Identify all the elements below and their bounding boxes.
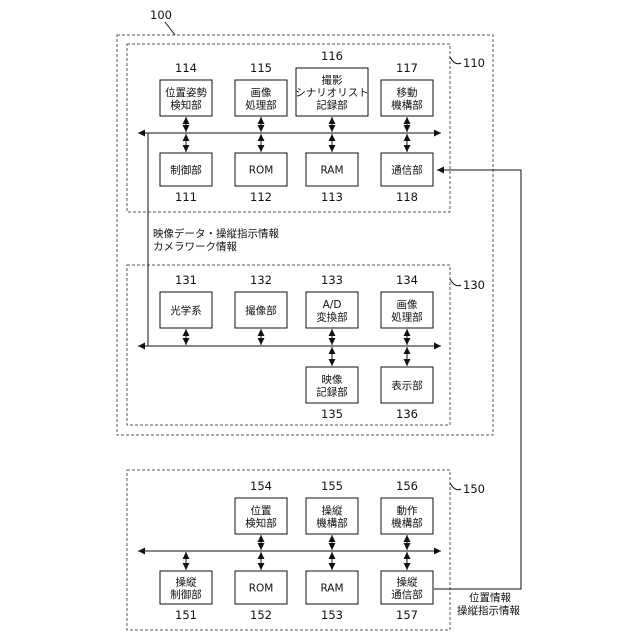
block-ref-118: 118 bbox=[396, 190, 418, 204]
block-116-label-line-1: 撮影 bbox=[322, 74, 343, 87]
block-ref-116: 116 bbox=[321, 49, 343, 63]
block-111-label-line-1: 制御部 bbox=[170, 164, 202, 177]
inter-bus-label-line1: 映像データ・操縦指示情報 bbox=[153, 227, 279, 240]
comm-link bbox=[434, 170, 521, 589]
block-ref-152: 152 bbox=[250, 608, 272, 622]
block-ref-134: 134 bbox=[396, 273, 418, 287]
block-133-label-line-2: 変換部 bbox=[316, 310, 348, 323]
block-116-label-line-2: シナリオリスト bbox=[295, 87, 369, 99]
block-151-label-line-2: 制御部 bbox=[170, 588, 202, 601]
block-156-label-line-1: 動作 bbox=[397, 504, 418, 517]
block-116-label-line-3: 記録部 bbox=[316, 99, 348, 112]
block-132-label-line-1: 撮像部 bbox=[245, 304, 277, 317]
section-ref-150: 150 bbox=[463, 482, 485, 496]
inter-bus-label-line2: カメラワーク情報 bbox=[153, 240, 237, 253]
block-ref-114: 114 bbox=[175, 61, 197, 75]
block-155-label-line-1: 操縦 bbox=[322, 504, 343, 517]
block-group: 位置姿勢検知部114画像処理部115撮影シナリオリスト記録部116移動機構部11… bbox=[160, 49, 433, 622]
block-ref-132: 132 bbox=[250, 273, 272, 287]
block-154-label-line-2: 検知部 bbox=[245, 516, 277, 529]
block-114-label-line-2: 検知部 bbox=[170, 98, 202, 111]
block-152-label-line-1: ROM bbox=[249, 583, 274, 595]
comm-link-label-line1: 位置情報 bbox=[469, 591, 511, 604]
block-ref-153: 153 bbox=[321, 608, 343, 622]
block-ref-157: 157 bbox=[396, 608, 418, 622]
block-135-label-line-2: 記録部 bbox=[316, 385, 348, 398]
block-136-label-line-1: 表示部 bbox=[391, 379, 423, 392]
block-131-label-line-1: 光学系 bbox=[170, 304, 202, 317]
block-113-label-line-1: RAM bbox=[320, 165, 343, 177]
block-151-label-line-1: 操縦 bbox=[176, 575, 197, 588]
block-114-label-line-1: 位置姿勢 bbox=[165, 86, 207, 99]
block-ref-136: 136 bbox=[396, 407, 418, 421]
block-ref-155: 155 bbox=[321, 479, 343, 493]
block-154-label-line-1: 位置 bbox=[251, 504, 272, 517]
block-ref-117: 117 bbox=[396, 61, 418, 75]
block-157-label-line-2: 通信部 bbox=[391, 588, 423, 601]
block-ref-113: 113 bbox=[321, 190, 343, 204]
block-153-label-line-1: RAM bbox=[320, 583, 343, 595]
block-ref-156: 156 bbox=[396, 479, 418, 493]
block-135-label-line-1: 映像 bbox=[322, 374, 343, 386]
block-ref-115: 115 bbox=[250, 61, 272, 75]
block-ref-133: 133 bbox=[321, 273, 343, 287]
block-ref-154: 154 bbox=[250, 479, 272, 493]
block-157-label-line-1: 操縦 bbox=[397, 575, 418, 588]
section-leader-150 bbox=[450, 483, 461, 490]
block-155-label-line-2: 機構部 bbox=[316, 516, 348, 529]
section-ref-110: 110 bbox=[463, 56, 485, 70]
block-156-label-line-2: 機構部 bbox=[391, 516, 423, 529]
section-frame-150 bbox=[127, 470, 450, 630]
block-ref-151: 151 bbox=[175, 608, 197, 622]
block-134-label-line-1: 画像 bbox=[397, 299, 418, 311]
system-leader bbox=[165, 22, 175, 35]
block-118-label-line-1: 通信部 bbox=[391, 164, 423, 177]
block-133-label-line-1: A/D bbox=[323, 299, 342, 311]
block-ref-135: 135 bbox=[321, 407, 343, 421]
section-leader-130 bbox=[450, 279, 461, 286]
system-ref: 100 bbox=[150, 8, 172, 22]
block-117-label-line-2: 機構部 bbox=[391, 98, 423, 111]
comm-link-label-line2: 操縦指示情報 bbox=[457, 604, 520, 617]
section-ref-130: 130 bbox=[463, 278, 485, 292]
block-117-label-line-1: 移動 bbox=[397, 86, 418, 99]
section-leader-110 bbox=[450, 57, 461, 64]
block-115-label-line-2: 処理部 bbox=[245, 98, 277, 111]
block-ref-112: 112 bbox=[250, 190, 272, 204]
block-ref-131: 131 bbox=[175, 273, 197, 287]
block-112-label-line-1: ROM bbox=[249, 165, 274, 177]
block-134-label-line-2: 処理部 bbox=[391, 310, 423, 323]
block-ref-111: 111 bbox=[175, 190, 197, 204]
block-115-label-line-1: 画像 bbox=[251, 87, 272, 99]
